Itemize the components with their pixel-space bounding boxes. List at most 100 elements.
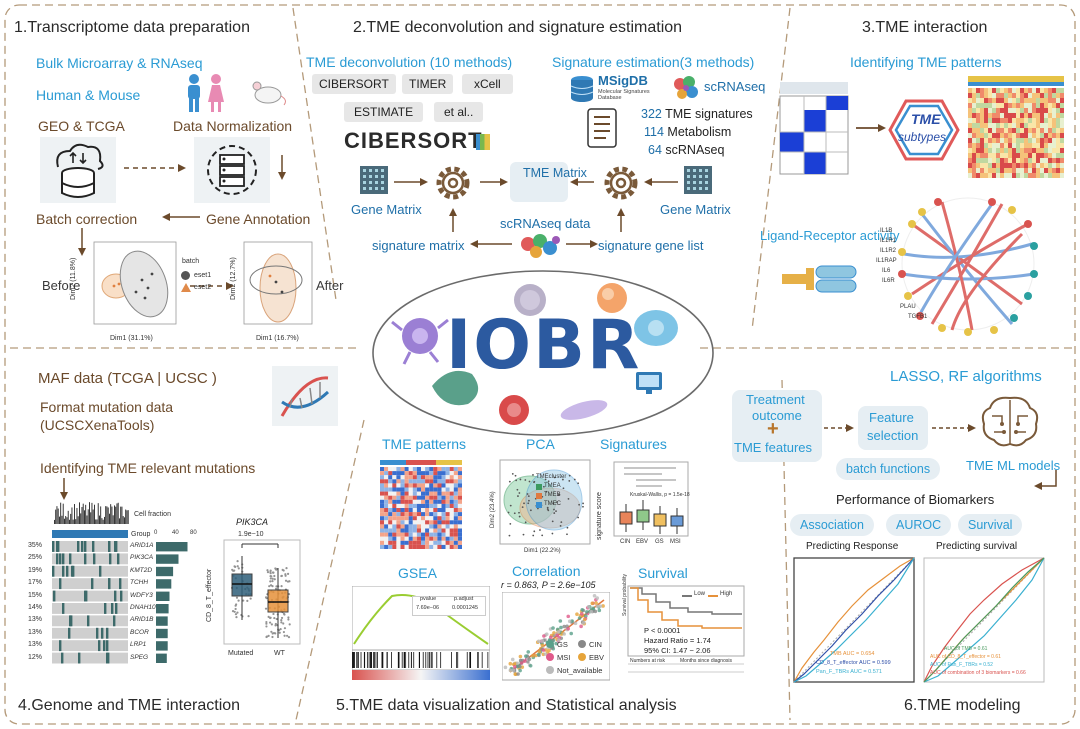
count-num-1: 322 (641, 107, 662, 121)
count-num-3: 64 (648, 143, 662, 157)
corr-legend-msi-marker (546, 653, 554, 661)
count-row-3: 64 scRNAseq (648, 143, 724, 157)
mutation-pct-lrp1: 13% (28, 641, 43, 649)
corr-legend-gs: GS (557, 640, 568, 649)
correlation-stat: r = 0.863, P = 2.6e−105 (501, 580, 596, 590)
network-label-1: IL1B (880, 228, 893, 234)
tme-ml-label: TME ML models (966, 458, 1061, 473)
mutation-gene-pik3ca: PIK3CA (130, 554, 154, 562)
selection-label: selection (867, 428, 919, 443)
roc1-legend-tmb: TMB AUC = 0.654 (830, 651, 875, 657)
pca-cluster-plot (499, 459, 591, 545)
before-label: Before (42, 278, 81, 293)
msigdb-label: MSigDB (598, 73, 648, 88)
legend-eset1: eset1 (194, 272, 212, 279)
count-label-3: scRNAseq (665, 143, 725, 157)
network-label-2: IL1R1 (880, 238, 897, 244)
signature-boxplot (613, 461, 689, 537)
tme-subtypes-hexagon (888, 99, 960, 161)
network-label-3: IL1R2 (880, 248, 897, 254)
server-gear-icon (194, 137, 270, 203)
deconvolution-title: TME deconvolution (10 methods) (306, 54, 513, 70)
surv-legend-low: Low (694, 591, 706, 597)
mutation-gene-dnah10: DNAH10 (130, 604, 156, 611)
legend-eset1-marker (181, 271, 190, 280)
method-estimate: ESTIMATE (344, 102, 424, 122)
method-timer: TIMER (402, 74, 454, 94)
count-label-2: Metabolism (667, 125, 732, 139)
scrnaseq-data-label: scRNAseq data (500, 216, 591, 231)
legend-eset2: eset2 (194, 284, 212, 291)
mutation-frequency-bars (156, 542, 188, 663)
freq-bar-bcor (156, 628, 168, 639)
pca-legend-c: TMEC (544, 501, 561, 507)
pca-after-plot (243, 241, 313, 325)
mutation-gene-bcor: BCOR (130, 628, 149, 636)
mutation-gene-kmt2d: KMT2D (130, 566, 153, 574)
surv-legend-high-marker (708, 595, 718, 597)
signature-matrix-label: signature matrix (372, 238, 465, 253)
group-bar (52, 530, 128, 538)
patterns-heatmap (968, 76, 1064, 178)
human-icon (188, 74, 224, 112)
freq-bar-pik3ca (156, 554, 179, 564)
mutation-gene-speg: SPEG (130, 653, 149, 661)
ligand-receptor-icon (782, 265, 857, 293)
gene-matrix-right-label: Gene Matrix (660, 202, 731, 217)
survival-km-plot (627, 585, 745, 673)
mutation-gene-arid1a: ARID1A (130, 542, 154, 549)
dna-icon (272, 366, 338, 426)
msigdb-icon (570, 76, 594, 102)
mutation-pct-arid1b: 13% (28, 616, 43, 624)
tme-matrix-label: TME Matrix (523, 166, 587, 180)
mutation-pct-bcor: 13% (28, 628, 43, 636)
method-cibersort: CIBERSORT (312, 74, 396, 94)
pca-title: PCA (526, 436, 555, 452)
network-label-6: IL6R (882, 278, 895, 284)
predicting-response-label: Predicting Response (806, 541, 899, 552)
pca-legend-c-marker (536, 502, 542, 508)
lasso-label: LASSO, RF algorithms (890, 368, 1042, 385)
ligand-receptor-network (898, 197, 1038, 336)
surv-xlabel: Months since diagnosis (680, 658, 732, 664)
corr-legend-gs-marker (546, 640, 554, 648)
pca5-xlabel: Dim1 (22.2%) (524, 548, 561, 554)
pca-legend-a: TMEA (544, 483, 561, 489)
gene-matrix-right-icon (684, 166, 712, 194)
mutation-gene-wdfy3: WDFY3 (130, 591, 153, 599)
count-num-2: 114 (644, 125, 664, 139)
count-label-1: TME signatures (665, 107, 753, 121)
mutation-pct-dnah10: 14% (28, 604, 43, 611)
treatment-label: Treatment (746, 392, 805, 407)
mutation-gene-tchh: TCHH (130, 579, 149, 587)
boxplot-x-wt: WT (274, 650, 285, 657)
predicting-survival-label: Predicting survival (936, 541, 1018, 552)
gsea-col-pvalue: pvalue (420, 596, 437, 602)
tme-patterns-heatmap (380, 460, 462, 549)
corr-legend-cin: CIN (589, 640, 602, 649)
sig-x-cin: CIN (620, 539, 631, 545)
section-title-6: 6.TME modeling (904, 697, 1021, 714)
outcome-label: outcome (752, 408, 802, 423)
section-title-5: 5.TME data visualization and Statistical… (336, 697, 677, 714)
roc2-legend-tmb: AUC of TMB = 0.61 (944, 646, 988, 652)
iobr-logo: IOBR (446, 306, 642, 385)
treatment-box (732, 390, 822, 462)
network-label-4: IL1RAP (876, 258, 897, 264)
oncoplot-grid (52, 541, 128, 664)
freq-bar-wdfy3 (156, 591, 170, 601)
sig-x-msi: MSI (670, 539, 681, 545)
ligand-receptor-label: Ligand-Receptor activity (760, 228, 900, 243)
pca-before-xlabel: Dim1 (31.1%) (110, 335, 153, 342)
surv-ci: 95% CI: 1.47 − 2.06 (644, 646, 711, 655)
mutation-gene-lrp1: LRP1 (130, 641, 147, 649)
tag-survival: Survival (958, 514, 1023, 536)
roc2-legend-combo: AUC of combination of 3 biomarkers = 0.6… (930, 670, 1026, 676)
section-title-4: 4.Genome and TME interaction (18, 697, 241, 714)
